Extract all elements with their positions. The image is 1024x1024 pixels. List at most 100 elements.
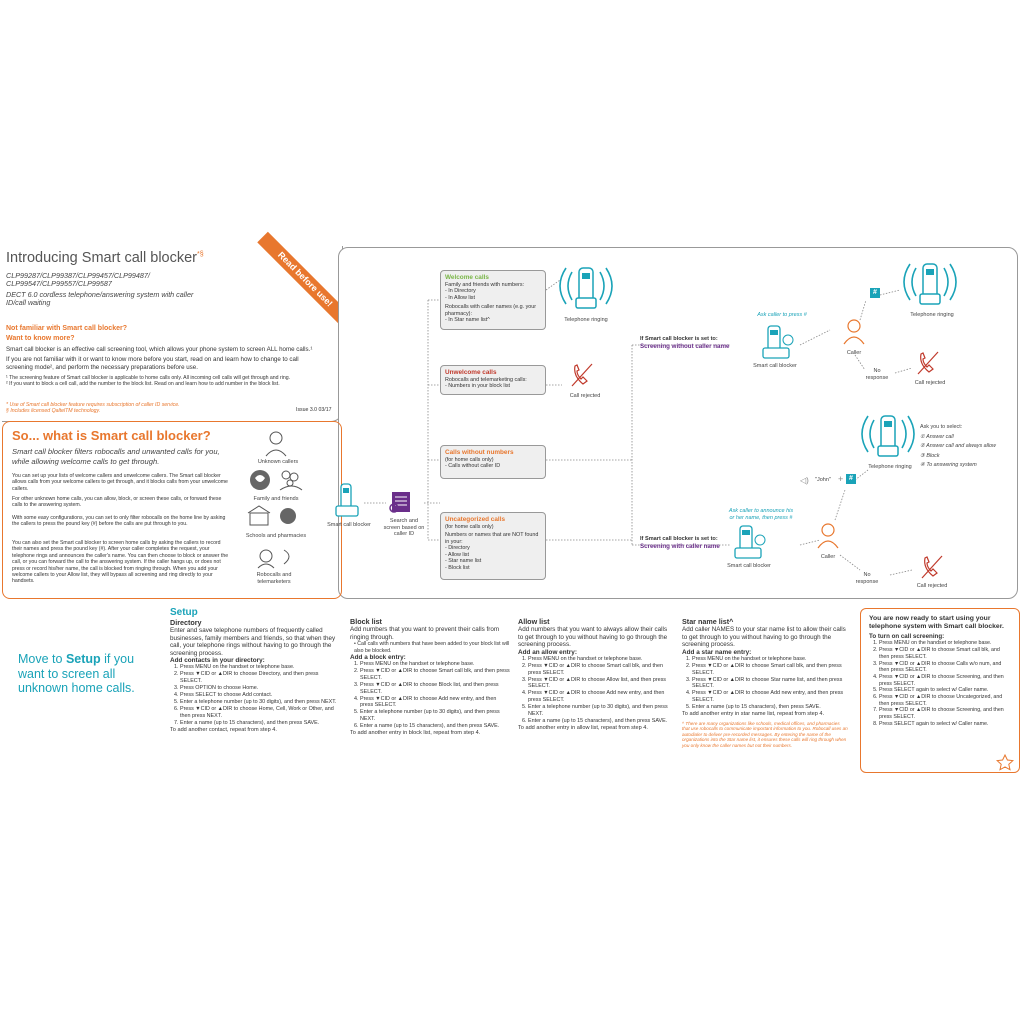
caller-icon-1 <box>843 319 865 345</box>
star-repeat: To add another entry in star name list, … <box>682 711 825 718</box>
directory-title: Directory <box>170 618 202 627</box>
ringing-phone-icon-2 <box>903 263 957 305</box>
star-step: Press ▼CID or ▲DIR to choose Smart call … <box>692 663 848 677</box>
uncat-line-1: - Directory <box>445 545 470 552</box>
uncategorized-calls-box: Uncategorized calls (for home calls only… <box>440 512 546 580</box>
unwelcome-title: Unwelcome calls <box>445 369 497 376</box>
rejected-call-icon-2 <box>917 351 939 375</box>
mode1-name: Screening without caller name <box>640 343 730 350</box>
option-3: ③ Block <box>920 452 940 459</box>
unwelcome-line-0: Robocalls and telemarketing calls: <box>445 376 527 383</box>
allow-step: Press ▼CID or ▲DIR to choose Smart call … <box>528 663 674 677</box>
allow-steps: Press MENU on the handset or telephone b… <box>518 656 674 725</box>
label-no-response-1: No response <box>865 368 889 381</box>
allow-step: Press ▼CID or ▲DIR to choose Add new ent… <box>528 690 674 704</box>
select-options: Ask you to select: ① Answer call ② Answe… <box>920 423 996 471</box>
star-step: Press ▼CID or ▲DIR to choose Add new ent… <box>692 690 848 704</box>
directory-desc: Enter and save telephone numbers of freq… <box>170 627 336 657</box>
intro-note1: ¹ The screening feature of Smart call bl… <box>6 375 291 381</box>
allow-step: Enter a telephone number (up to 30 digit… <box>528 704 674 718</box>
label-rejected-2: Call rejected <box>914 380 946 386</box>
allow-add: Add an allow entry: <box>518 648 577 656</box>
directory-step: Press OPTION to choose Home. <box>180 685 340 692</box>
unwelcome-calls-box: Unwelcome calls Robocalls and telemarket… <box>440 365 546 395</box>
ready-step: Press ▼CID or ▲DIR to choose Smart call … <box>879 647 1011 660</box>
allow-repeat: To add another entry in allow list, repe… <box>518 724 648 731</box>
mode2-label: If Smart call blocker is set to: Screeni… <box>640 536 720 550</box>
allow-step: Press MENU on the handset or telephone b… <box>528 656 674 663</box>
block-desc: Add numbers that you want to prevent the… <box>350 626 500 641</box>
ask-select-label: Ask you to select: <box>920 424 963 430</box>
ringing-phone-icon <box>559 267 613 309</box>
caller-icons <box>247 431 303 569</box>
ready-sub: To turn on call screening: <box>869 633 945 641</box>
ready-step: Press MENU on the handset or telephone b… <box>879 640 1011 647</box>
mode1-setto: If Smart call blocker is set to: <box>640 336 718 342</box>
setup-allow-list: Allow list Add numbers that you want to … <box>518 617 674 732</box>
ready-steps: Press MENU on the handset or telephone b… <box>869 640 1011 727</box>
family-icon <box>250 470 303 491</box>
ready-step: Press ▼CID or ▲DIR to choose Calls w/o n… <box>879 661 1011 674</box>
intro-panel <box>2 246 343 422</box>
star-step: Press MENU on the handset or telephone b… <box>692 656 848 663</box>
block-title: Block list <box>350 617 382 626</box>
welcome-line-2: - In Allow list <box>445 294 475 301</box>
label-scb-2: Smart call blocker <box>727 563 771 569</box>
schools-icon <box>247 505 296 526</box>
ringing-phone-icon-3 <box>861 415 915 457</box>
without-title: Calls without numbers <box>445 449 514 456</box>
directory-repeat: To add another contact, repeat from step… <box>170 726 277 733</box>
intro-title: Introducing Smart call blocker*§ <box>6 250 204 266</box>
directory-step: Press ▼CID or ▲DIR to choose Home, Cell,… <box>180 706 340 720</box>
star-step: Enter a name (up to 15 characters), then… <box>692 704 848 711</box>
hash-key-2: # <box>846 474 856 484</box>
uncat-line-2: - Allow list <box>445 551 469 558</box>
welcome-line-0: Family and friends with numbers: <box>445 281 525 288</box>
block-step: Press ▼CID or ▲DIR to choose Smart call … <box>360 668 510 682</box>
ready-step: Press SELECT again to select w/ Caller n… <box>879 687 1011 694</box>
hash-key-1: # <box>870 288 880 298</box>
rejected-call-icon-3 <box>921 555 943 579</box>
intro-fn2: § Includes licensed QaltelTM technology. <box>6 408 101 414</box>
plus-sign: + <box>838 474 844 484</box>
ask-announce-label: Ask caller to announce his or her name, … <box>728 508 794 521</box>
unwelcome-line-1: - Numbers in your block list <box>445 383 511 390</box>
unknown-callers-icon <box>265 431 287 457</box>
star-step: Press ▼CID or ▲DIR to choose Star name l… <box>692 677 848 691</box>
directory-step: Press ▼CID or ▲DIR to choose Directory, … <box>180 671 340 685</box>
what-p4: You can also set the Smart call blocker … <box>12 540 229 585</box>
label-no-response-2: No response <box>855 572 879 585</box>
block-add: Add a block entry: <box>350 654 406 661</box>
mode2-setto: If Smart call blocker is set to: <box>640 536 718 542</box>
search-list-icon <box>389 492 410 513</box>
directory-steps: Press MENU on the handset or telephone b… <box>170 664 340 726</box>
calls-without-numbers-box: Calls without numbers (for home calls on… <box>440 445 546 479</box>
label-schools: Schools and pharmacies <box>245 533 307 539</box>
label-scb: Smart call blocker <box>327 522 371 528</box>
allow-step: Press ▼CID or ▲DIR to choose Allow list,… <box>528 677 674 691</box>
ready-box: You are now ready to start using your te… <box>860 608 1020 773</box>
what-p3: With some easy configurations, you can s… <box>12 515 226 528</box>
block-step: Press MENU on the handset or telephone b… <box>360 661 510 668</box>
caller-icon-2 <box>817 523 839 549</box>
block-step: Press ▼CID or ▲DIR to choose Block list,… <box>360 682 510 696</box>
option-4: ④ To answering system <box>920 462 977 468</box>
without-sub: (for home calls only) <box>445 456 494 463</box>
label-unknown-callers: Unknown callers <box>257 459 299 465</box>
dect-desc: DECT 6.0 cordless telephone/answering sy… <box>6 290 194 308</box>
block-step: Enter a telephone number (up to 30 digit… <box>360 709 510 723</box>
intro-fn1: * Use of Smart call blocker feature requ… <box>6 402 180 408</box>
what-p1: You can set up your lists of welcome cal… <box>12 473 228 492</box>
uncat-line-4: - Block list <box>445 565 470 572</box>
move-to-setup: Move to Setup if you want to screen all … <box>18 652 135 695</box>
label-rejected-1: Call rejected <box>569 393 601 399</box>
model-list: CLP99287/CLP99387/CLP99457/CLP99487/ CLP… <box>6 271 150 289</box>
directory-step: Press SELECT to choose Add contact. <box>180 692 340 699</box>
ready-title: You are now ready to start using your te… <box>869 615 1004 631</box>
label-caller-1: Caller <box>846 350 862 356</box>
directory-step: Enter a telephone number (up to 30 digit… <box>180 699 340 706</box>
label-ringing-3: Telephone ringing <box>868 464 912 470</box>
label-ringing-2: Telephone ringing <box>910 312 954 318</box>
name-bubble: "John" <box>815 477 831 483</box>
setup-title: Setup <box>170 607 198 618</box>
